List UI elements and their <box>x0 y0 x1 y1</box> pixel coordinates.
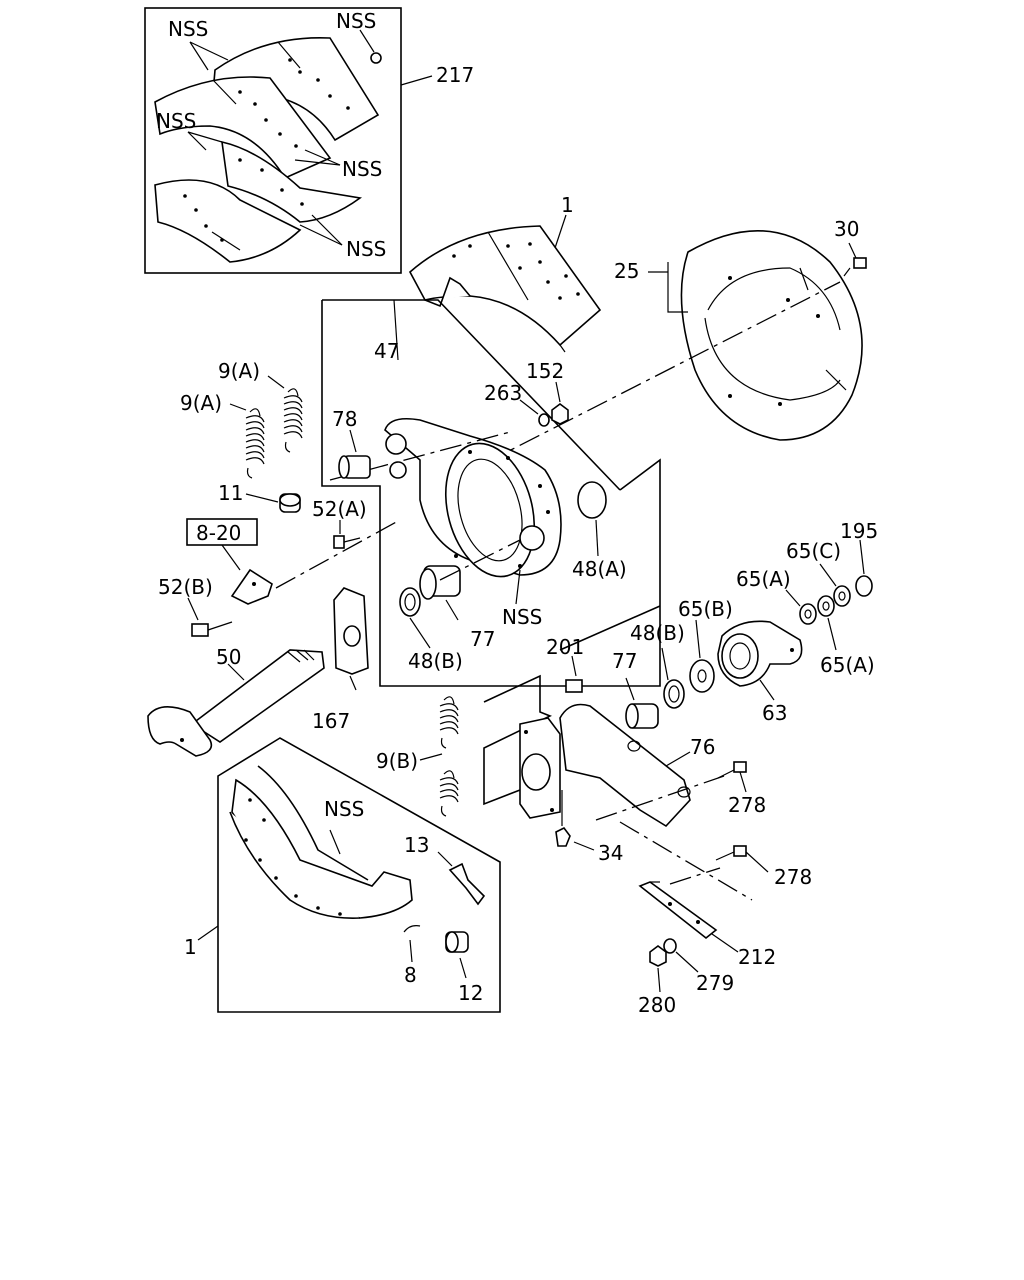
label-nss-bottom-right: NSS <box>346 237 386 261</box>
label-1-top: 1 <box>561 193 574 217</box>
label-76: 76 <box>690 735 715 759</box>
label-48b-center: 48(B) <box>408 649 463 673</box>
label-77-right: 77 <box>612 649 637 673</box>
label-11: 11 <box>218 481 243 505</box>
washer-part-65a-upper <box>785 589 817 625</box>
roller-pin-part-11 <box>245 493 301 513</box>
label-50: 50 <box>216 645 241 669</box>
reference-8-20: 8-20 <box>186 518 258 571</box>
label-263: 263 <box>484 381 522 405</box>
label-47: 47 <box>374 339 399 363</box>
label-63: 63 <box>762 701 787 725</box>
lower-shoe-lining <box>154 140 363 263</box>
label-48b-right: 48(B) <box>630 621 685 645</box>
anchor-pin-part-13 <box>437 851 486 906</box>
label-nss-top-right: NSS <box>336 9 376 33</box>
bushing-part-77-center <box>419 565 461 621</box>
label-65b: 65(B) <box>678 597 733 621</box>
label-34: 34 <box>598 841 623 865</box>
label-152: 152 <box>526 359 564 383</box>
label-1-lower: 1 <box>184 935 197 959</box>
label-77-center: 77 <box>470 627 495 651</box>
slack-adjuster-part-63 <box>717 620 803 701</box>
brake-spider-part <box>384 417 562 578</box>
bolt-part-52b <box>187 597 233 637</box>
label-9a-lower: 9(A) <box>180 391 222 415</box>
washer-part-263 <box>519 399 550 427</box>
snap-ring-part-195 <box>855 539 873 597</box>
washer-part-65a-lower <box>817 595 837 651</box>
washer-part-65c <box>819 563 851 607</box>
brake-shoe-part-1 <box>408 214 602 353</box>
label-8: 8 <box>404 963 417 987</box>
label-278-upper: 278 <box>728 793 766 817</box>
bolt-part-201 <box>565 655 583 693</box>
lining-rivet-holes <box>183 58 350 242</box>
label-nss-top-left: NSS <box>168 17 208 41</box>
bolt-part-52a <box>333 520 361 549</box>
plug-part-48a <box>577 481 607 557</box>
label-25: 25 <box>614 259 639 283</box>
bolt-part-30 <box>843 242 867 277</box>
label-52b: 52(B) <box>158 575 213 599</box>
dust-shield-part-25 <box>680 229 863 441</box>
label-280: 280 <box>638 993 676 1017</box>
washer-part-65b <box>689 619 715 693</box>
label-78: 78 <box>332 407 357 431</box>
lining-kit-inset <box>144 7 402 274</box>
brake-shoe-lower <box>229 765 413 919</box>
label-nss-mid-left: NSS <box>156 109 196 133</box>
label-30: 30 <box>834 217 859 241</box>
bolt-part-278-upper <box>717 761 747 793</box>
label-13: 13 <box>404 833 429 857</box>
label-9a-upper: 9(A) <box>218 359 260 383</box>
bracket-clip-part <box>230 568 273 605</box>
bushing-part-77-right <box>625 677 659 729</box>
label-167: 167 <box>312 709 350 733</box>
seal-part-48b-right <box>661 647 685 709</box>
label-65a-lower: 65(A) <box>820 653 875 677</box>
seal-part-48b-center <box>399 587 431 649</box>
upper-shoe-lining <box>154 36 380 180</box>
mounting-bracket-part-76 <box>519 703 691 828</box>
roller-part-12 <box>445 931 469 979</box>
bushing-part-78 <box>338 429 371 479</box>
camshaft-part-50 <box>147 649 325 757</box>
bolt-part-278-lower <box>715 845 769 873</box>
lower-shoe-inset <box>217 737 501 1013</box>
label-278-lower: 278 <box>774 865 812 889</box>
label-8-20: 8-20 <box>196 521 241 545</box>
label-217: 217 <box>436 63 474 87</box>
washer-part-279 <box>663 938 699 973</box>
label-nss-mid-right: NSS <box>342 157 382 181</box>
spring-part-9a-upper <box>283 388 303 453</box>
label-9b: 9(B) <box>376 749 418 773</box>
label-201: 201 <box>546 635 584 659</box>
label-65c: 65(C) <box>786 539 841 563</box>
label-279: 279 <box>696 971 734 995</box>
grease-fitting-part-34 <box>555 790 595 851</box>
label-52a: 52(A) <box>312 497 367 521</box>
label-212: 212 <box>738 945 776 969</box>
label-195: 195 <box>840 519 878 543</box>
label-65a-upper: 65(A) <box>736 567 791 591</box>
label-48a: 48(A) <box>572 557 627 581</box>
label-12: 12 <box>458 981 483 1005</box>
plate-part-212 <box>638 881 739 953</box>
nut-part-280 <box>649 945 667 993</box>
label-nss-lower: NSS <box>324 797 364 821</box>
label-nss-center: NSS <box>502 605 542 629</box>
plate-part-167 <box>333 587 369 691</box>
spring-part-9b <box>419 696 459 817</box>
spring-clip-part-8 <box>403 925 421 963</box>
nut-part-152 <box>551 381 569 425</box>
spring-part-9a-lower <box>245 408 265 479</box>
